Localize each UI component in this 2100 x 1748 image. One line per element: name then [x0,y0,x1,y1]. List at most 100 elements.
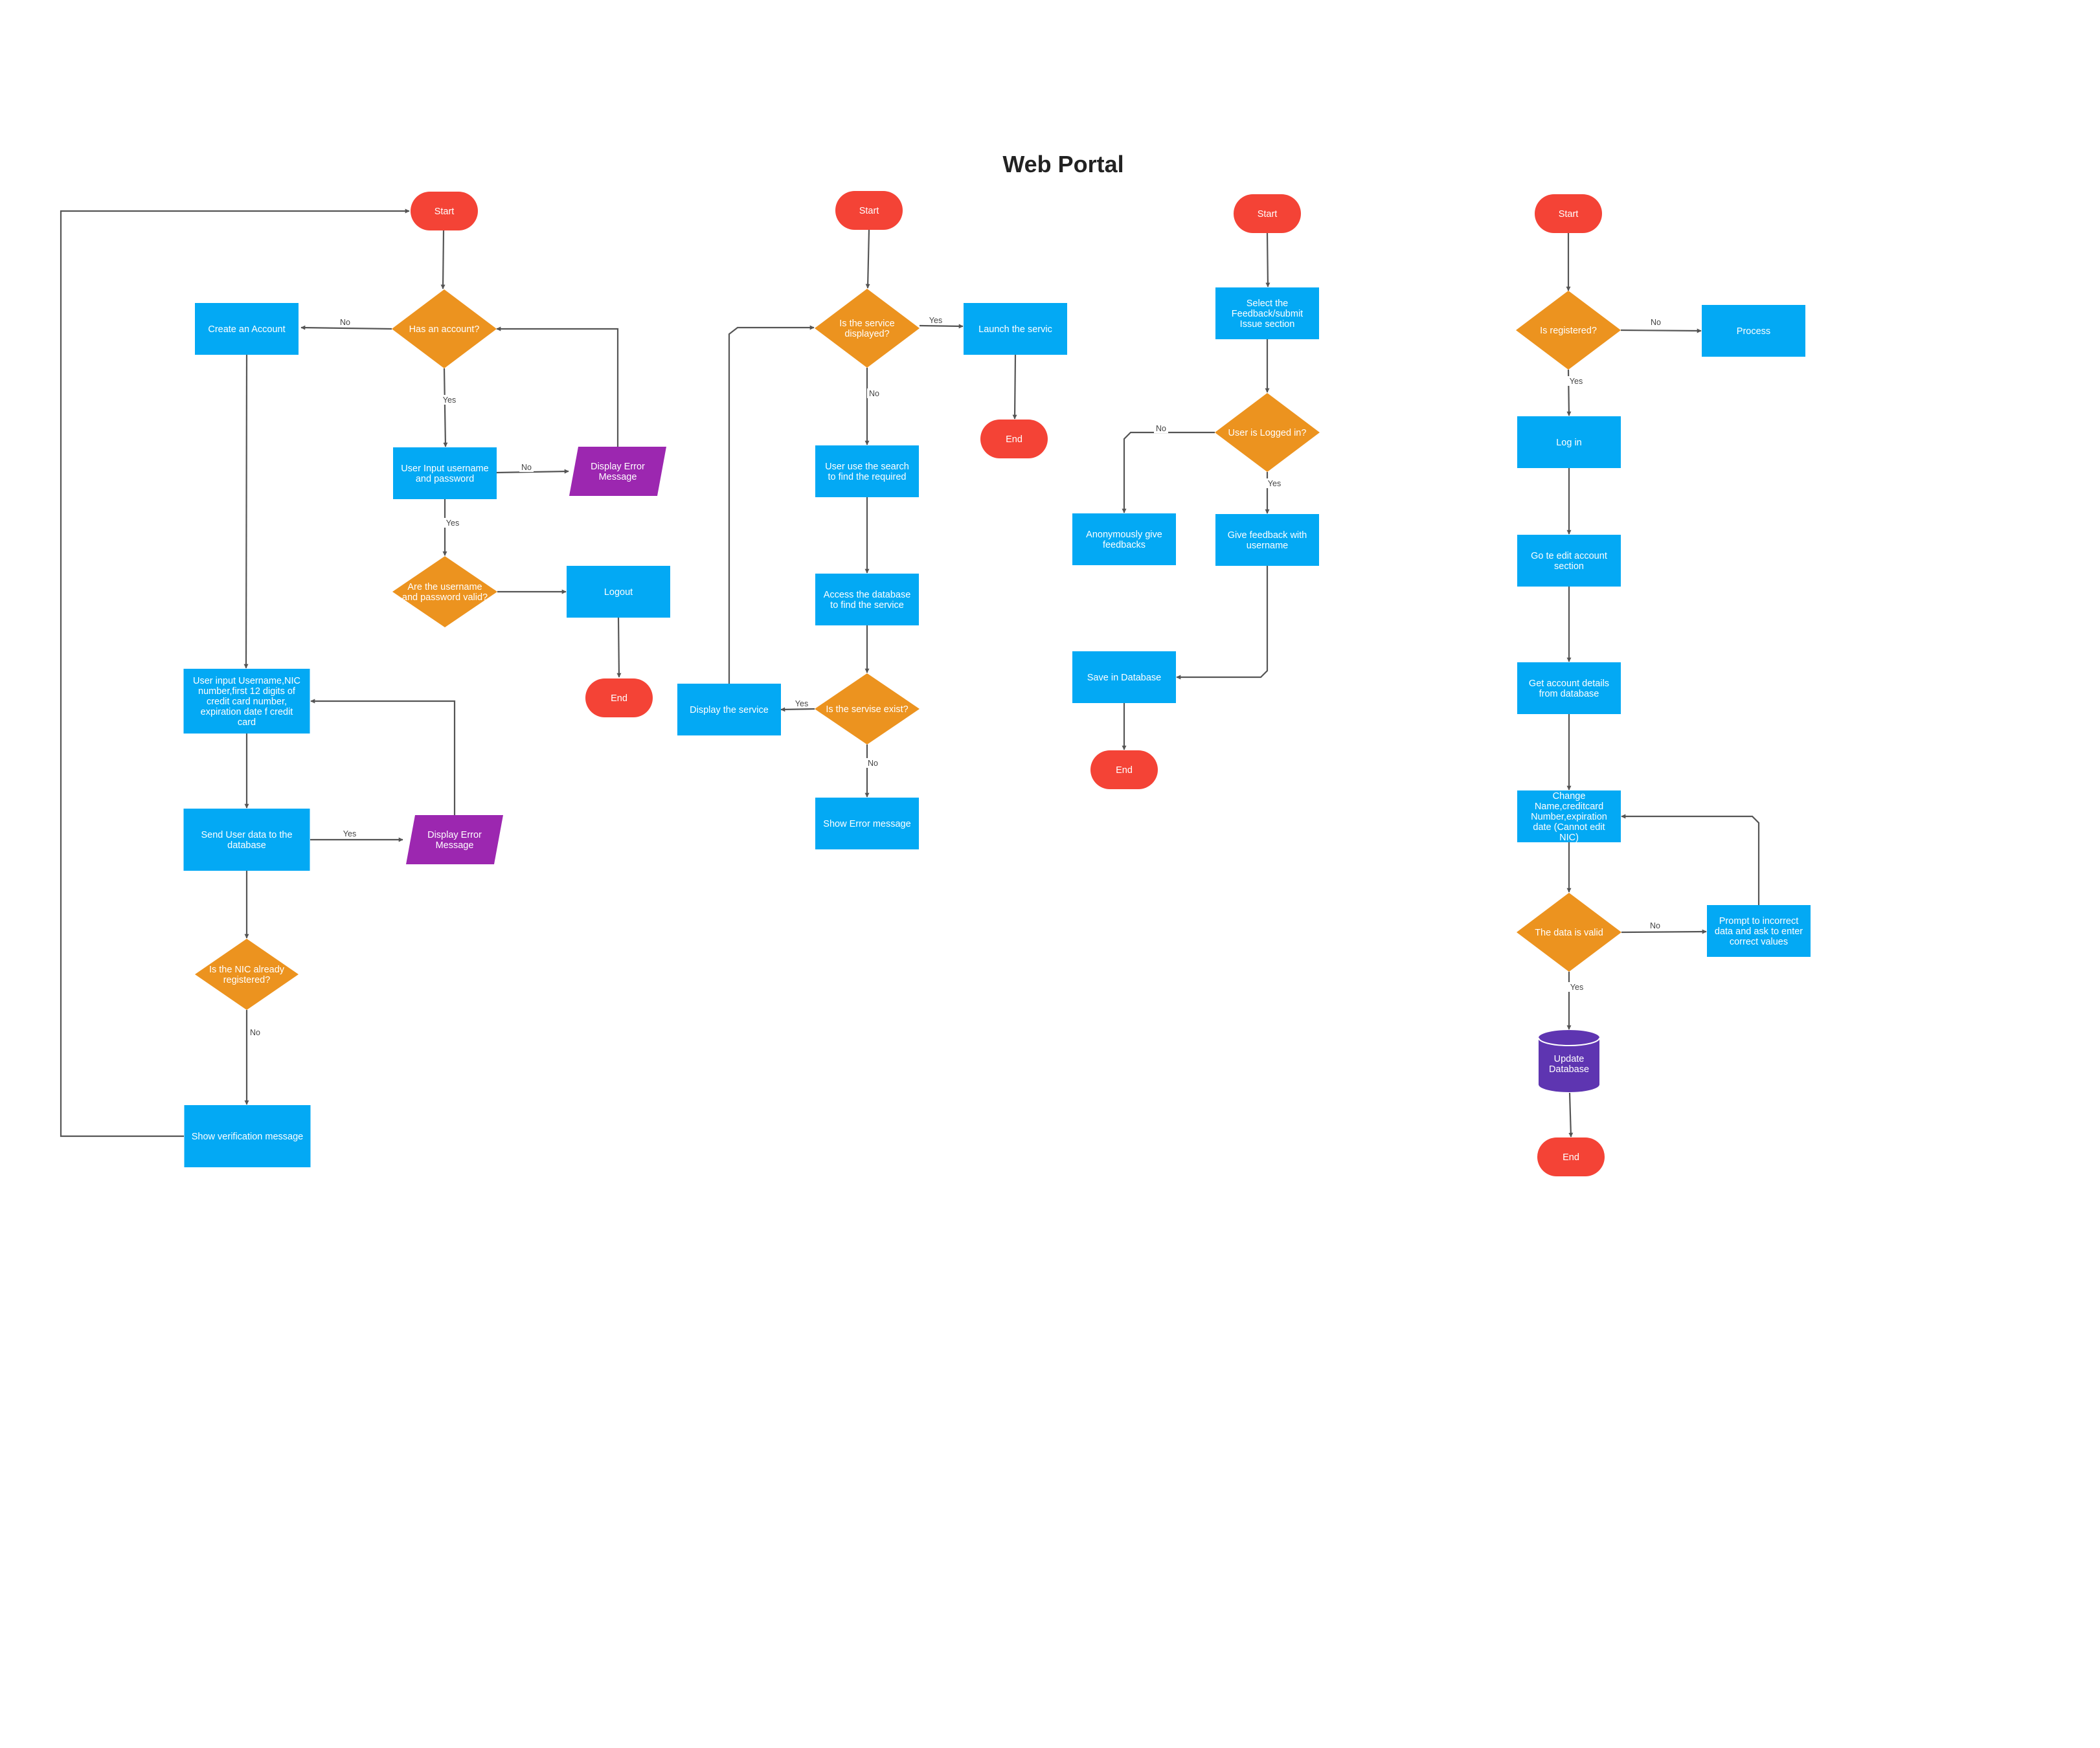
node-label-line: Is the servise exist? [826,704,908,715]
node-label-line: Feedback/submit [1232,309,1303,319]
node-label: Launch the servic [978,324,1052,335]
terminal-shape [585,678,653,717]
diagram-title: Web Portal [1002,151,1123,177]
node-b-launch: Launch the servic [964,303,1067,355]
node-label-line: Issue section [1240,319,1295,330]
decision-diamond [815,673,920,745]
node-label-line: User Input username [401,464,488,474]
edge-label-background [1567,982,1586,992]
process-box [677,684,781,735]
node-label-line: expiration date f credit [201,707,293,717]
node-label-line: Is registered? [1540,326,1597,336]
edge-label: No [869,389,879,398]
node-label-line: Give feedback with [1228,530,1307,541]
edge-b_start-to-b_displayed [865,229,870,289]
node-label-line: Start [435,207,455,217]
edge-label: No [868,759,878,768]
node-label-line: correct values [1730,937,1788,947]
edge-a_nic_registered-to-a_verification: No [244,1010,262,1105]
edge-label: No [1156,424,1166,433]
node-a-logout: Logout [567,566,670,618]
edge-line [1176,566,1269,680]
node-label: End [1116,765,1133,776]
node-b-exist: Is the servise exist? [815,673,920,745]
process-box [1707,905,1811,957]
node-label: Save in Database [1087,673,1161,683]
node-label-line: Is the service [839,319,894,329]
edge-line [1620,328,1702,333]
node-label-line: data and ask to enter [1715,926,1803,937]
node-label-line: Get account details [1529,678,1609,689]
node-a-start: Start [411,192,478,230]
edge-b_display_service-to-b_displayed [728,325,815,684]
edge-label: Yes [929,316,942,325]
process-box [183,669,310,734]
node-label-line: date (Cannot edit [1533,822,1605,833]
edge-line [300,325,392,330]
node-label: Start [1559,209,1579,219]
edge-d_valid-to-d_update_db: Yes [1566,972,1586,1030]
edge-label-background [340,829,359,838]
node-label: Has an account? [409,324,480,335]
node-d-valid: The data is valid [1517,893,1621,972]
edge-a_send_data-to-a_error_register: Yes [310,829,403,842]
node-label-line: User is Logged in? [1228,428,1307,438]
edge-a_verification-to-a_start [60,208,410,1137]
node-label-line: Update [1554,1054,1585,1064]
node-a-end: End [585,678,653,717]
node-a-create-account: Create an Account [195,303,299,355]
node-label: Process [1737,326,1770,337]
edge-line [780,707,815,712]
node-label-line: Has an account? [409,324,480,335]
node-label-line: Logout [604,587,633,598]
terminal-shape [1090,750,1158,789]
node-label: User is Logged in? [1228,428,1307,438]
node-d-login: Log in [1517,416,1621,468]
terminal-shape [1537,1137,1605,1176]
node-d-process: Process [1702,305,1805,357]
node-label: Start [435,207,455,217]
node-d-start: Start [1535,194,1602,233]
io-parallelogram [406,815,503,864]
node-b-display-service: Display the service [677,684,781,735]
node-a-has-account: Has an account? [392,289,497,368]
node-label: Is registered? [1540,326,1597,336]
edge-label: Yes [1570,377,1583,386]
edge-label: No [1650,921,1660,930]
edge-label: No [521,463,532,472]
decision-diamond [195,939,299,1010]
edge-line [496,326,619,447]
terminal-shape [835,191,903,230]
database-cylinder [1539,1030,1599,1092]
node-label-line: feedbacks [1103,540,1146,550]
edge-line [616,617,622,678]
node-label-line: Select the [1247,298,1289,309]
node-label: Display the service [690,705,769,715]
edge-line [1265,232,1270,287]
node-label-line: Show Error message [823,819,910,829]
node-label-line: Launch the servic [978,324,1052,335]
process-box [1702,305,1805,357]
decision-diamond [815,289,920,368]
node-label-line: from database [1539,689,1599,699]
node-label: Log in [1556,438,1582,448]
process-box [1072,513,1176,565]
node-label: Show verification message [192,1132,303,1142]
